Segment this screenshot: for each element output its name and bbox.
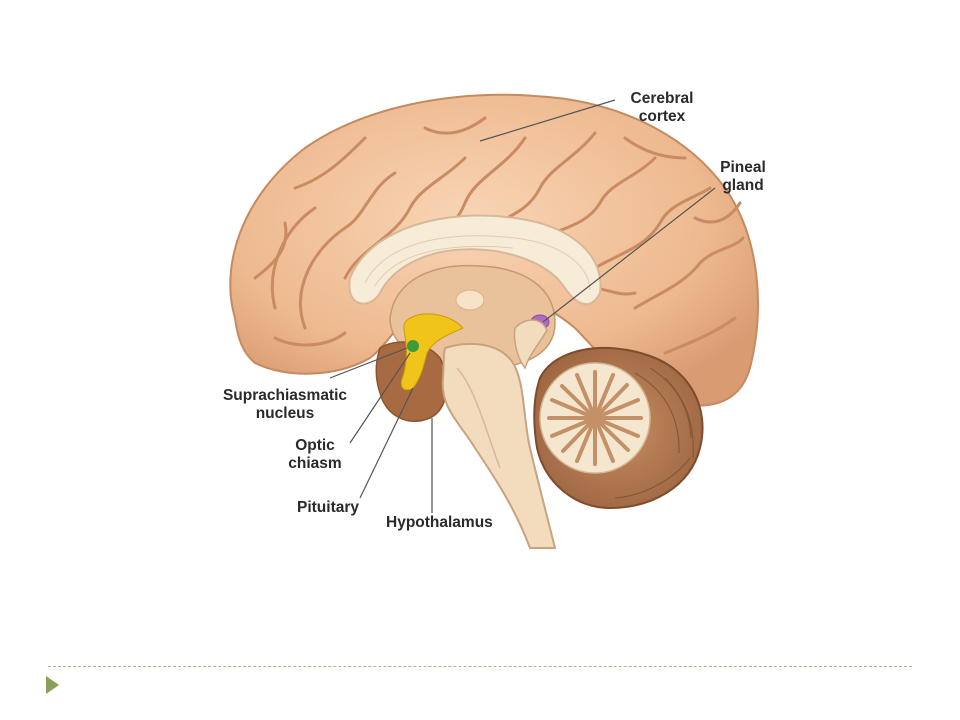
label-cerebral-cortex-line1: Cerebral (630, 90, 694, 107)
label-suprachiasmatic-line2: nucleus (255, 405, 315, 422)
label-cerebral-cortex: Cerebral cortex (612, 90, 712, 126)
label-pituitary-text: Pituitary (297, 499, 360, 516)
label-pineal-gland: Pineal gland (708, 159, 778, 195)
brainstem (441, 342, 557, 549)
label-suprachiasmatic-nucleus: Suprachiasmatic nucleus (205, 387, 365, 423)
label-cerebral-cortex-line2: cortex (638, 108, 686, 125)
label-hypothalamus: Hypothalamus (386, 514, 493, 532)
corpus-callosum (348, 214, 602, 306)
brain-illustration (229, 93, 759, 549)
footer-divider (48, 666, 912, 667)
arbor-vitae (539, 362, 651, 474)
interthalamic-adhesion (455, 289, 485, 311)
suprachiasmatic-nucleus-dot (407, 340, 419, 352)
label-optic-chiasm-line2: chiasm (288, 455, 342, 472)
leader-lines (329, 99, 716, 513)
label-hypothalamus-text: Hypothalamus (386, 514, 493, 531)
triangle-right-icon (46, 676, 59, 694)
label-pituitary: Pituitary (297, 499, 359, 517)
label-optic-chiasm-line1: Optic (295, 437, 335, 454)
label-pineal-gland-line1: Pineal (720, 159, 766, 176)
cerebellum-folia (614, 367, 694, 499)
label-suprachiasmatic-line1: Suprachiasmatic (222, 387, 348, 404)
label-pineal-gland-line2: gland (722, 177, 764, 194)
label-optic-chiasm: Optic chiasm (275, 437, 355, 473)
gyri-lines (253, 116, 745, 355)
